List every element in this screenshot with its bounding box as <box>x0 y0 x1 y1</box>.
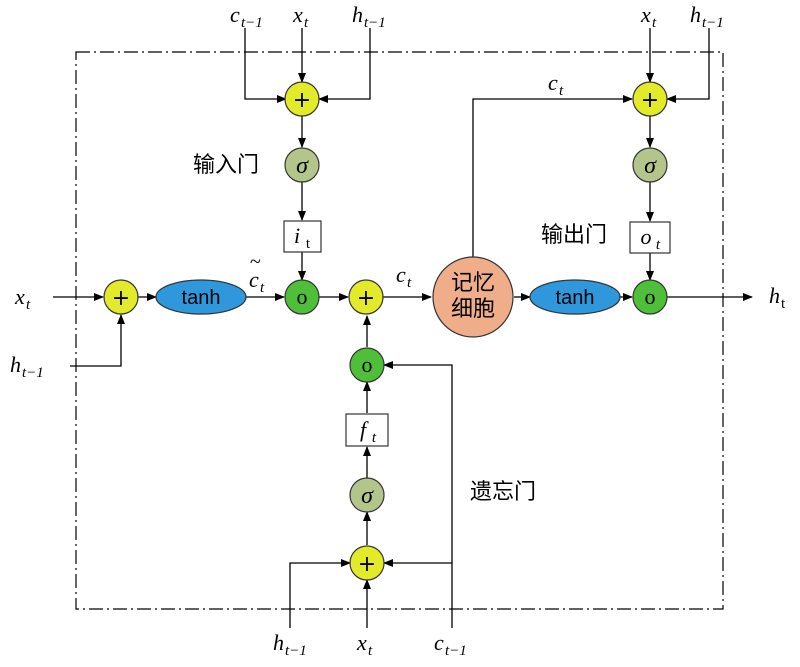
connection-lines <box>53 28 753 628</box>
svg-text:c: c <box>434 630 444 655</box>
svg-text:σ: σ <box>296 153 309 179</box>
svg-text:x: x <box>356 630 367 655</box>
forget-gate-label: 遗忘门 <box>470 480 536 505</box>
f-t-box: f t <box>345 413 389 447</box>
svg-text:t: t <box>559 83 564 99</box>
output-gate-sum-node: + <box>632 81 668 117</box>
output-gate-sigma-node: σ <box>632 147 668 183</box>
svg-text:t: t <box>372 430 377 446</box>
svg-text:t: t <box>407 275 412 291</box>
svg-text:t−1: t−1 <box>702 15 724 31</box>
label-x-t-top-input: x t <box>292 2 309 31</box>
label-h-t-minus-1-left: h t−1 <box>10 352 44 381</box>
svg-text:t: t <box>304 15 309 31</box>
input-gate-label: 输入门 <box>193 153 259 178</box>
svg-text:σ: σ <box>361 483 374 509</box>
label-c-t-minus-1-bottom: c t−1 <box>434 630 467 659</box>
label-h-t-minus-1-top-output: h t−1 <box>690 2 724 31</box>
svg-text:h: h <box>769 283 780 308</box>
svg-text:记忆: 记忆 <box>451 271 495 296</box>
svg-text:+: + <box>112 286 130 311</box>
svg-text:t: t <box>656 237 661 253</box>
svg-text:o: o <box>297 284 308 309</box>
svg-text:c: c <box>396 262 406 287</box>
svg-text:+: + <box>358 552 376 577</box>
svg-text:c: c <box>548 70 558 95</box>
svg-text:~: ~ <box>250 251 261 273</box>
cell-boundary <box>75 51 724 610</box>
i-t-box: i t <box>283 220 322 253</box>
label-c-t-main: c t <box>396 262 412 291</box>
svg-text:h: h <box>10 352 21 377</box>
label-c-t-top: c t <box>548 70 564 99</box>
svg-text:o: o <box>641 224 652 249</box>
memory-cell-node: 记忆 细胞 <box>432 256 514 338</box>
output-multiply-node: o <box>632 279 668 315</box>
svg-text:t−1: t−1 <box>241 15 263 31</box>
svg-text:tanh: tanh <box>182 287 221 309</box>
label-x-t-bottom: x t <box>356 630 373 659</box>
input-multiply-node: o <box>284 279 320 315</box>
svg-text:t−1: t−1 <box>364 15 386 31</box>
svg-text:t−1: t−1 <box>285 643 307 659</box>
svg-text:t: t <box>260 280 265 296</box>
svg-text:c: c <box>230 2 240 27</box>
label-h-t-output: h t <box>769 283 786 312</box>
svg-text:h: h <box>273 630 284 655</box>
svg-text:t: t <box>781 296 786 312</box>
svg-text:h: h <box>352 2 363 27</box>
svg-text:σ: σ <box>644 153 657 179</box>
svg-text:t: t <box>652 15 657 31</box>
forget-gate-sigma-node: σ <box>349 477 385 513</box>
forget-gate-sum-node: + <box>349 545 385 581</box>
main-sum-node: + <box>103 279 139 315</box>
label-h-t-minus-1-bottom: h t−1 <box>273 630 307 659</box>
forget-multiply-node: o <box>349 347 385 383</box>
svg-text:+: + <box>293 88 311 113</box>
svg-text:i: i <box>294 223 300 248</box>
tanh-node-1: tanh <box>155 279 247 315</box>
input-gate-sum-node: + <box>284 81 320 117</box>
label-c-tilde-t: ~ c t <box>249 251 265 296</box>
output-gate-label: 输出门 <box>541 223 607 248</box>
svg-text:o: o <box>645 284 656 309</box>
svg-text:x: x <box>292 2 303 27</box>
svg-text:t: t <box>26 297 31 313</box>
svg-text:o: o <box>362 352 373 377</box>
svg-text:x: x <box>640 2 651 27</box>
input-gate-sigma-node: σ <box>284 147 320 183</box>
svg-text:t: t <box>368 643 373 659</box>
label-h-t-minus-1-top-input: h t−1 <box>352 2 386 31</box>
svg-text:h: h <box>690 2 701 27</box>
label-c-t-minus-1-top: c t−1 <box>230 2 263 31</box>
svg-text:tanh: tanh <box>556 287 595 309</box>
svg-text:+: + <box>641 88 659 113</box>
svg-text:t−1: t−1 <box>22 365 44 381</box>
svg-text:x: x <box>14 284 25 309</box>
svg-text:c: c <box>249 267 259 292</box>
label-x-t-top-output: x t <box>640 2 657 31</box>
svg-text:t−1: t−1 <box>445 643 467 659</box>
svg-text:+: + <box>357 286 375 311</box>
cell-sum-node: + <box>348 279 384 315</box>
svg-text:f: f <box>360 417 369 442</box>
o-t-box: o t <box>629 221 671 254</box>
tanh-node-2: tanh <box>529 279 621 315</box>
label-x-t-left: x t <box>14 284 31 313</box>
svg-text:t: t <box>306 236 311 252</box>
svg-text:细胞: 细胞 <box>451 297 495 322</box>
